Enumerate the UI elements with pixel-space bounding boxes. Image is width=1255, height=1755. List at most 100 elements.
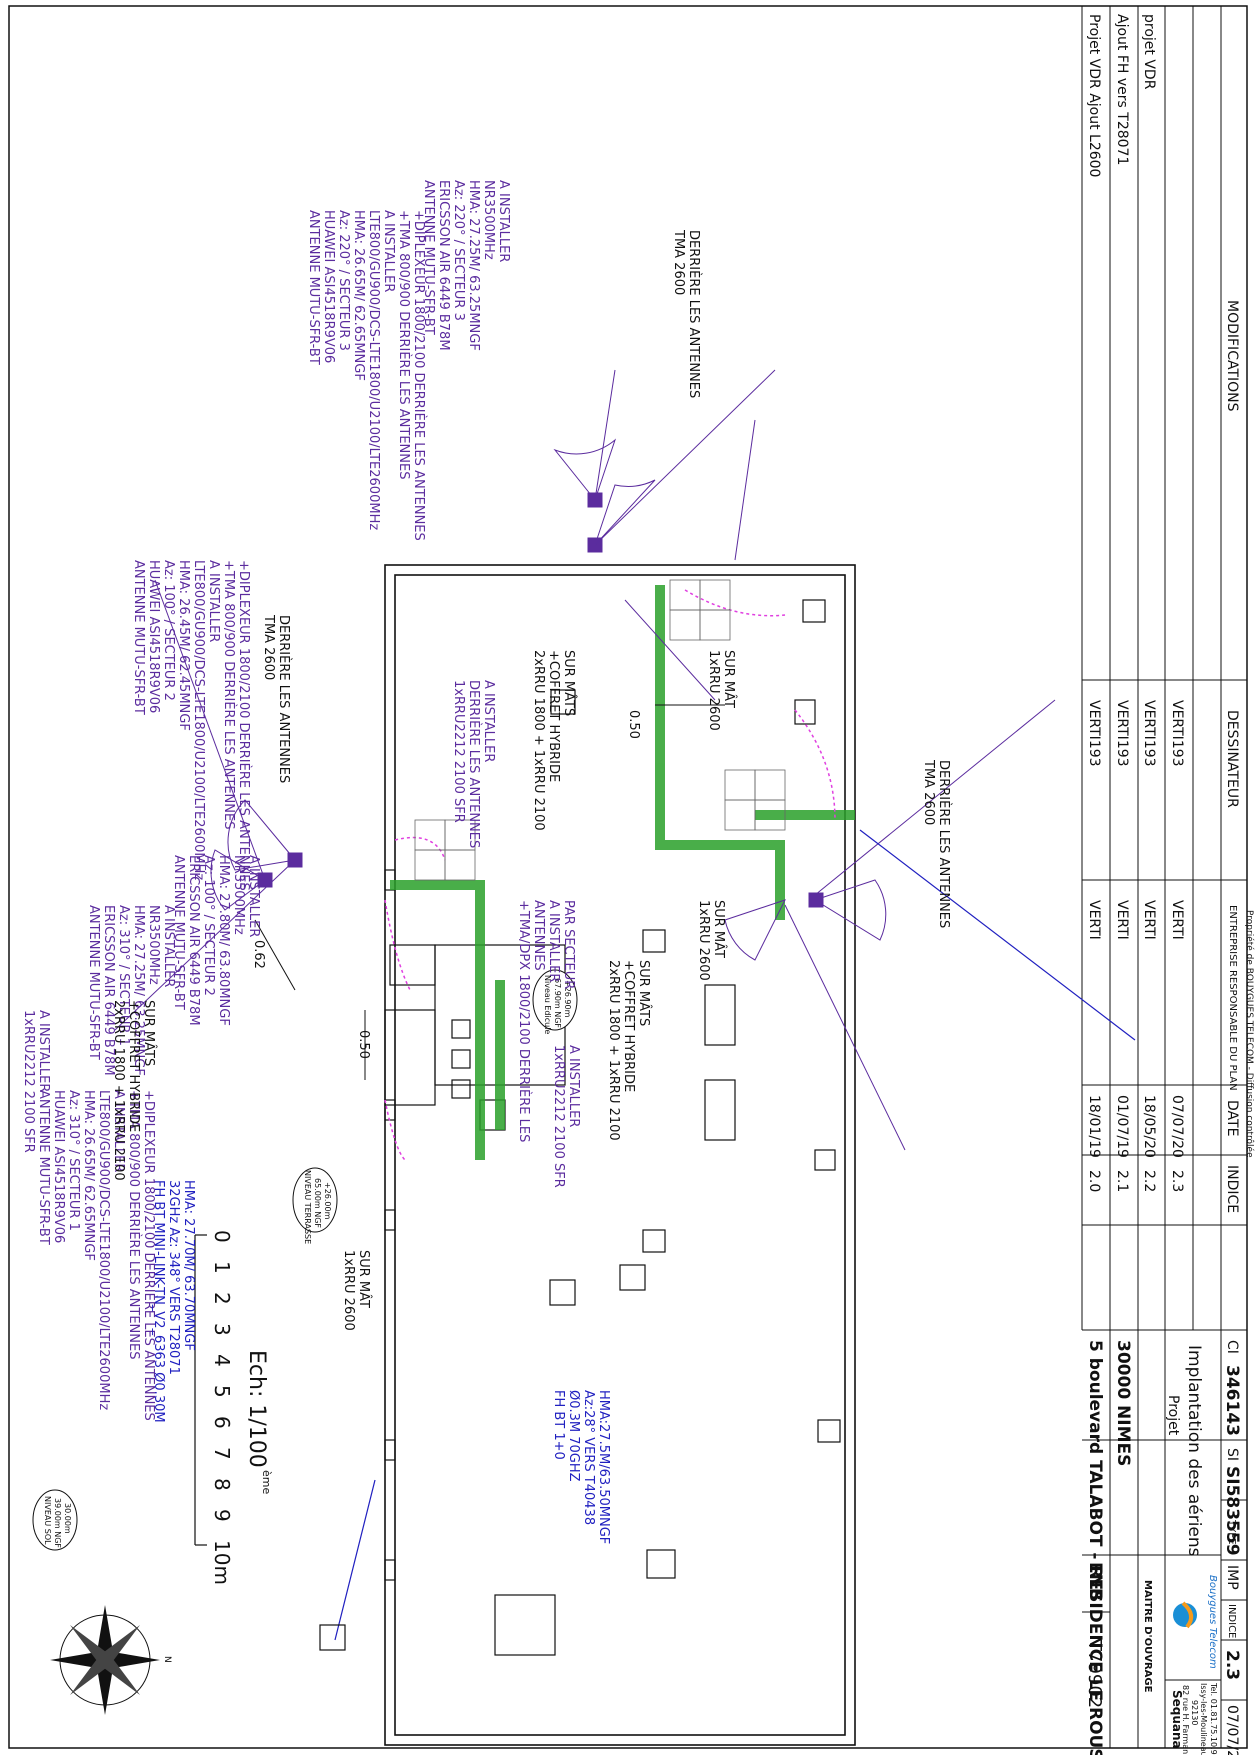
annotation-line: DERRIÈRE LES ANTENNES bbox=[936, 760, 952, 928]
svg-text:NIVEAU SOL: NIVEAU SOL bbox=[43, 1496, 52, 1545]
address-line2: 30000 NIMES bbox=[1113, 1340, 1133, 1466]
scale-label: Ech: 1/100 bbox=[244, 1350, 269, 1468]
annotation-sector2: ANTENNE MUTU-SFR-BTHUAWEI ASI4518R9V06Az… bbox=[131, 560, 252, 891]
project-label: Projet bbox=[1165, 1395, 1181, 1436]
svg-text:VERTI: VERTI bbox=[1114, 900, 1130, 940]
annotation-line: A INSTALLER bbox=[206, 560, 221, 642]
annotation-line: SUR MÂT bbox=[356, 1250, 372, 1308]
annotation-line: 2xRRU 1800 + 1xRRU 2100 bbox=[531, 650, 546, 831]
annotation-line: HMA: 27.70M/ 63.70MNGF bbox=[181, 1180, 196, 1351]
annotation-line: HMA: 26.65M/ 62.65MNGF bbox=[351, 210, 366, 381]
svg-text:9: 9 bbox=[210, 1509, 234, 1522]
annotation-line: Az:28° VERS T40438 bbox=[581, 1390, 596, 1525]
dimension-label: 0.50 bbox=[626, 710, 641, 739]
annotation-line: 2xRRU 1800 + 1xRRU 2100 bbox=[111, 1000, 126, 1181]
annotation-line: Az: 220° / SECTEUR 3 bbox=[451, 180, 466, 321]
annotation-line: Ø0.3M 70GHZ bbox=[566, 1390, 581, 1482]
annotation-line: HUAWEI ASI4518R9V06 bbox=[146, 560, 161, 713]
title-block-frame bbox=[1082, 1329, 1247, 1748]
antenna-sector1 bbox=[724, 879, 887, 961]
svg-text:VERTI: VERTI bbox=[1169, 900, 1185, 940]
annotation-line: ANTENNE MUTU-SFR-BT bbox=[421, 180, 436, 335]
site-code: T79902 bbox=[1084, 1639, 1105, 1708]
svg-text:2.3: 2.3 bbox=[1169, 1170, 1185, 1192]
annotation-line: A INSTALLER bbox=[111, 1090, 126, 1172]
annotation-line: SUR MÂTS bbox=[561, 650, 577, 716]
dimension-lines bbox=[254, 704, 725, 1080]
annotation-sector3-ericsson: ANTENNE MUTU-SFR-BTERICSSON AIR 6449 B78… bbox=[421, 180, 511, 351]
svg-text:4: 4 bbox=[210, 1354, 234, 1367]
footer-ownership: Propriété de BOUYGUES TELECOM - Diffusio… bbox=[1244, 910, 1255, 1158]
annotation-line: HMA: 27.80M/ 63.80MNGF bbox=[216, 855, 231, 1026]
level-marker: 30.00m 39.00m NGF NIVEAU SOL bbox=[32, 1489, 78, 1551]
annotation-line: +COFFRET HYBRIDE bbox=[126, 1000, 141, 1132]
annotation-line: LTE800/GU900/DCS-LTE1800/U2100/LTE2600MH… bbox=[191, 560, 206, 880]
annotation-sector1: ANTENNE MUTU-SFR-BTHUAWEI ASI4518R9V06Az… bbox=[36, 1090, 157, 1421]
north-arrow-icon: N bbox=[50, 1605, 172, 1715]
date-value: 07/07/20 bbox=[1224, 1705, 1240, 1755]
annotation-line: ANTENNE MUTU-SFR-BT bbox=[36, 1090, 51, 1245]
annotation-line: A INSTALLER bbox=[161, 905, 176, 987]
annotation-line: NR3500MHz bbox=[481, 180, 496, 260]
svg-text:65.00m NGF: 65.00m NGF bbox=[313, 1178, 322, 1228]
annotation-line: ANTENNE MUTU-SFR-BT bbox=[131, 560, 146, 715]
annotation-sector2-ericsson: ANTENNE MUTU-SFR-BTERICSSON AIR 6449 B78… bbox=[171, 855, 261, 1026]
svg-text:Projet VDR Ajout L2600: Projet VDR Ajout L2600 bbox=[1086, 14, 1102, 177]
annotation-line: HMA:27.5M/63.50MNGF bbox=[596, 1390, 611, 1544]
bouygues-logo: Bouygues Telecom bbox=[1173, 1575, 1218, 1669]
svg-text:0: 0 bbox=[210, 1230, 234, 1243]
annotation-rru2212: 1xRRU2212 2100 SFRA INSTALLER bbox=[551, 1045, 581, 1188]
annotation-line: TMA 2600 bbox=[261, 614, 276, 680]
svg-text:67.90m NGF: 67.90m NGF bbox=[553, 978, 562, 1028]
annotation-line: FH BT MINI-LINK-TN_V2_6363 Ø0.30M bbox=[151, 1180, 166, 1423]
annotation-tma: TMA 2600DERRIÈRE LES ANTENNES bbox=[921, 759, 952, 928]
annotation-line: 1xRRU 2600 bbox=[341, 1250, 356, 1331]
svg-text:VERTI193: VERTI193 bbox=[1114, 700, 1130, 767]
fh-links bbox=[319, 829, 1136, 1651]
level-marker: +26.00m 65.00m NGF NIVEAU TERRASSE bbox=[292, 1167, 338, 1244]
svg-text:2.2: 2.2 bbox=[1141, 1170, 1157, 1192]
annotation-line: LTE800/GU900/DCS-LTE1800/U2100/LTE2600MH… bbox=[366, 210, 381, 530]
svg-text:39.00m NGF: 39.00m NGF bbox=[53, 1498, 62, 1548]
annotation-line: +TMA/DPX 1800/2100 DERRIÈRE LES bbox=[516, 900, 532, 1142]
annotations: ANTENNE MUTU-SFR-BTHUAWEI ASI4518R9V06Az… bbox=[21, 180, 952, 1544]
annotation-line: ERICSSON AIR 6449 B78M bbox=[186, 855, 201, 1026]
annotation-line: 1xRRU2212 2100 SFR bbox=[451, 680, 466, 823]
annotation-line: 1xRRU 2600 bbox=[696, 900, 711, 981]
svg-text:2.0: 2.0 bbox=[1086, 1170, 1102, 1192]
annotation-line: ANTENNES bbox=[531, 900, 546, 971]
ci-value: 346143 bbox=[1222, 1365, 1242, 1436]
annotation-line: ANTENNE MUTU-SFR-BT bbox=[171, 855, 186, 1010]
svg-text:NIVEAU TERRASSE: NIVEAU TERRASSE bbox=[303, 1170, 312, 1244]
scale-bar bbox=[194, 1234, 207, 1546]
annotation-line: +COFFRET HYBRIDE bbox=[546, 650, 561, 782]
annotation-fh-link-2: FH BT 1+0Ø0.3M 70GHZAz:28° VERS T40438HM… bbox=[551, 1390, 611, 1544]
annotation-line: HMA: 26.45M/ 62.45MNGF bbox=[176, 560, 191, 731]
indice-label: INDICE bbox=[1226, 1604, 1237, 1638]
modification-row: Ajout FH vers T28071 VERTI193 VERTI 01/0… bbox=[1114, 14, 1130, 1192]
svg-text:projet VDR: projet VDR bbox=[1141, 14, 1157, 90]
svg-text:1: 1 bbox=[210, 1261, 234, 1274]
svg-text:2: 2 bbox=[210, 1292, 234, 1305]
annotation-line: A INSTALLER bbox=[481, 680, 496, 762]
svg-text:N: N bbox=[162, 1656, 172, 1663]
cable-trays bbox=[390, 585, 855, 1160]
annotation-line: A INSTALLER bbox=[566, 1045, 581, 1127]
svg-text:7: 7 bbox=[210, 1447, 234, 1460]
annotation-line: ANTENNE MUTU-SFR-BT bbox=[306, 210, 321, 365]
annotation-line: DERRIÈRE LES ANTENNES bbox=[686, 230, 702, 398]
antenna-grid-panels bbox=[414, 579, 786, 881]
annotation-line: TMA 2600 bbox=[671, 229, 686, 295]
svg-text:18/05/20: 18/05/20 bbox=[1141, 1095, 1157, 1158]
annotation-line: 2xRRU 1800 + 1xRRU 2100 bbox=[606, 960, 621, 1141]
maitre-label: MAITRE D'OUVRAGE bbox=[1142, 1580, 1153, 1693]
annotation-line: SUR MÂT bbox=[721, 650, 737, 708]
building-outline bbox=[384, 564, 856, 1746]
annotation-rru2600: 1xRRU 2600SUR MÂT bbox=[706, 650, 737, 731]
sequana-name: Sequana bbox=[1170, 1690, 1184, 1749]
svg-text:Ajout FH vers T28071: Ajout FH vers T28071 bbox=[1114, 14, 1130, 165]
leader-lines bbox=[114, 369, 1056, 1151]
sequana-address: 82 rue H. Farman bbox=[1181, 1685, 1190, 1754]
svg-text:10m: 10m bbox=[210, 1540, 234, 1585]
pink-cable-paths bbox=[384, 589, 836, 1161]
